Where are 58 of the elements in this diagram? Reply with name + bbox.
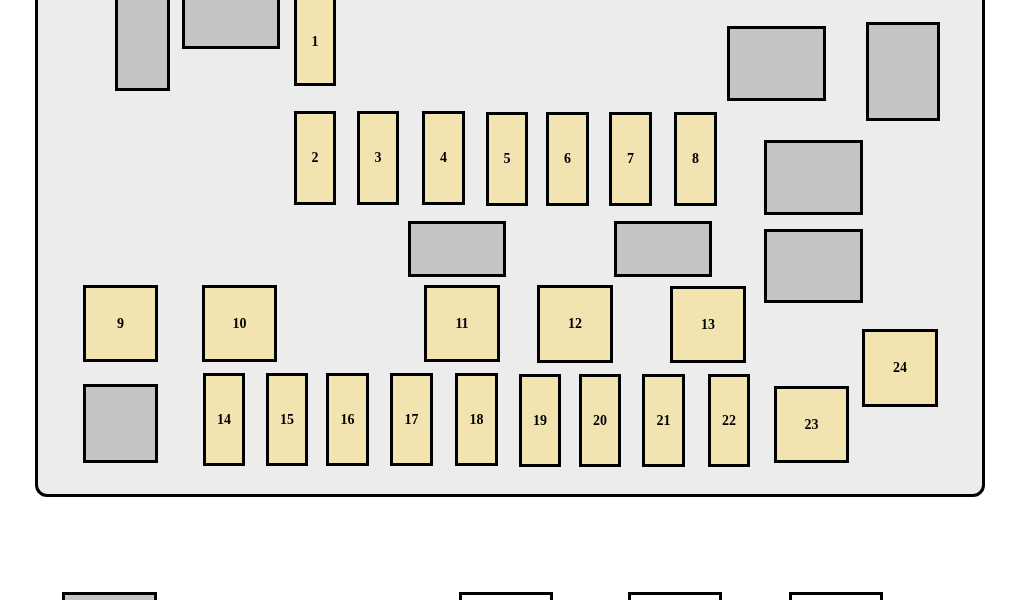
fuse-number: 22 — [722, 413, 736, 428]
fuse-box-panel — [35, 0, 985, 497]
fuse-number: 17 — [404, 412, 419, 427]
fuse-number: 14 — [217, 412, 231, 427]
fuse-number: 19 — [533, 413, 547, 428]
fuse-number: 12 — [568, 317, 582, 331]
fuse — [203, 373, 245, 466]
relay-block — [115, 0, 170, 91]
fuse-number: 6 — [564, 152, 571, 166]
relay-block — [614, 221, 712, 277]
fuse — [519, 374, 561, 467]
fuse — [674, 112, 717, 206]
relay-block — [727, 26, 826, 101]
fuse-number: 7 — [627, 152, 634, 166]
fuse — [642, 374, 685, 467]
fuse — [579, 374, 621, 467]
fuse — [83, 285, 158, 362]
fuse-number: 24 — [893, 361, 907, 375]
fuse — [266, 373, 308, 466]
fuse — [708, 374, 750, 467]
fuse — [424, 285, 500, 362]
fuse — [486, 112, 528, 206]
fuse — [670, 286, 746, 363]
relay-block — [764, 229, 863, 303]
fuse — [609, 112, 652, 206]
fuse-number: 16 — [340, 412, 355, 427]
fuse-number: 5 — [503, 152, 511, 166]
fuse — [546, 112, 589, 206]
fuse-number: 15 — [280, 412, 294, 427]
fuse-number: 21 — [656, 413, 671, 428]
fuse-number: 8 — [692, 152, 699, 166]
fuse-number: 20 — [593, 413, 607, 428]
fuse-number: 4 — [440, 151, 447, 165]
fuse-number: 11 — [455, 316, 469, 331]
fuse-number: 9 — [117, 316, 124, 331]
fuse — [202, 285, 277, 362]
fuse — [422, 111, 465, 205]
relay-block — [83, 384, 158, 463]
relay-block — [182, 0, 280, 49]
relay-block — [764, 140, 863, 215]
fuse-number: 1 — [311, 34, 319, 49]
fuse-number: 3 — [374, 151, 382, 165]
fuse — [774, 386, 849, 463]
fuse-number: 18 — [469, 412, 484, 427]
relay-block — [408, 221, 506, 277]
fuse — [294, 111, 336, 205]
fuse — [357, 111, 399, 205]
fuse — [390, 373, 433, 466]
fuse-number: 10 — [232, 316, 247, 331]
fuse — [862, 329, 938, 407]
fuse-number: 13 — [701, 317, 715, 332]
fuse-number: 23 — [804, 417, 819, 432]
fuse — [537, 285, 613, 363]
fuse — [326, 373, 369, 466]
relay-block — [866, 22, 940, 121]
fuse-number: 2 — [311, 151, 319, 165]
fuse — [455, 373, 498, 466]
fuse — [294, 0, 336, 86]
